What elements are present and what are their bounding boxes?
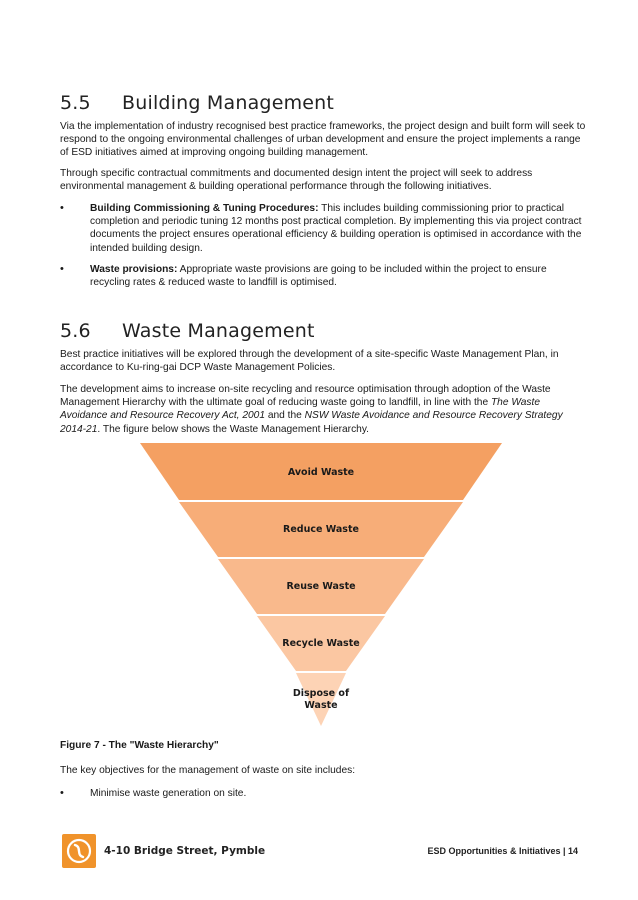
- section-title: Waste Management: [122, 320, 315, 342]
- paragraph: Via the implementation of industry recog…: [60, 121, 586, 159]
- pyramid-label: Dispose of: [293, 688, 350, 699]
- section-heading-5-6: 5.6 Waste Management: [60, 320, 315, 342]
- figure-caption: Figure 7 - The "Waste Hierarchy": [60, 740, 219, 751]
- waste-hierarchy-pyramid: Avoid Waste Reduce Waste Reuse Waste Rec…: [140, 443, 502, 726]
- company-logo: [62, 834, 96, 868]
- bullet-text: Minimise waste generation on site.: [90, 788, 247, 799]
- paragraph: The key objectives for the management of…: [60, 765, 356, 776]
- section-title: Building Management: [122, 92, 335, 114]
- section-number: 5.6: [60, 320, 91, 342]
- pyramid-level-dispose: [296, 673, 346, 726]
- pyramid-label: Avoid Waste: [288, 467, 354, 478]
- logo-icon: [66, 838, 92, 864]
- bullet-bold: Waste provisions:: [90, 264, 178, 275]
- bullet-bold: Building Commissioning & Tuning Procedur…: [90, 203, 319, 214]
- paragraph: The development aims to increase on-site…: [60, 384, 563, 435]
- pyramid-label: Reduce Waste: [283, 524, 359, 535]
- bullet-text: This includes building commissioning pri…: [90, 203, 582, 254]
- bullet-dot: •: [60, 787, 64, 799]
- footer-address: 4-10 Bridge Street, Pymble: [104, 845, 266, 857]
- paragraph: Through specific contractual commitments…: [60, 168, 533, 193]
- pyramid-label: Recycle Waste: [282, 638, 359, 649]
- pyramid-label: Waste: [304, 700, 337, 711]
- footer-section-page: ESD Opportunities & Initiatives | 14: [427, 846, 578, 856]
- bullet-text: Appropriate waste provisions are going t…: [90, 264, 547, 289]
- section-number: 5.5: [60, 92, 91, 114]
- bullet-dot: •: [60, 202, 64, 214]
- pyramid-label: Reuse Waste: [286, 581, 355, 592]
- pyramid-level-avoid: [140, 443, 502, 500]
- pyramid-level-reuse: [218, 559, 424, 614]
- paragraph: Best practice initiatives will be explor…: [60, 349, 559, 374]
- pyramid-level-recycle: [257, 616, 385, 671]
- section-heading-5-5: 5.5 Building Management: [60, 92, 334, 114]
- bullet-dot: •: [60, 263, 64, 275]
- pyramid-level-reduce: [179, 502, 463, 557]
